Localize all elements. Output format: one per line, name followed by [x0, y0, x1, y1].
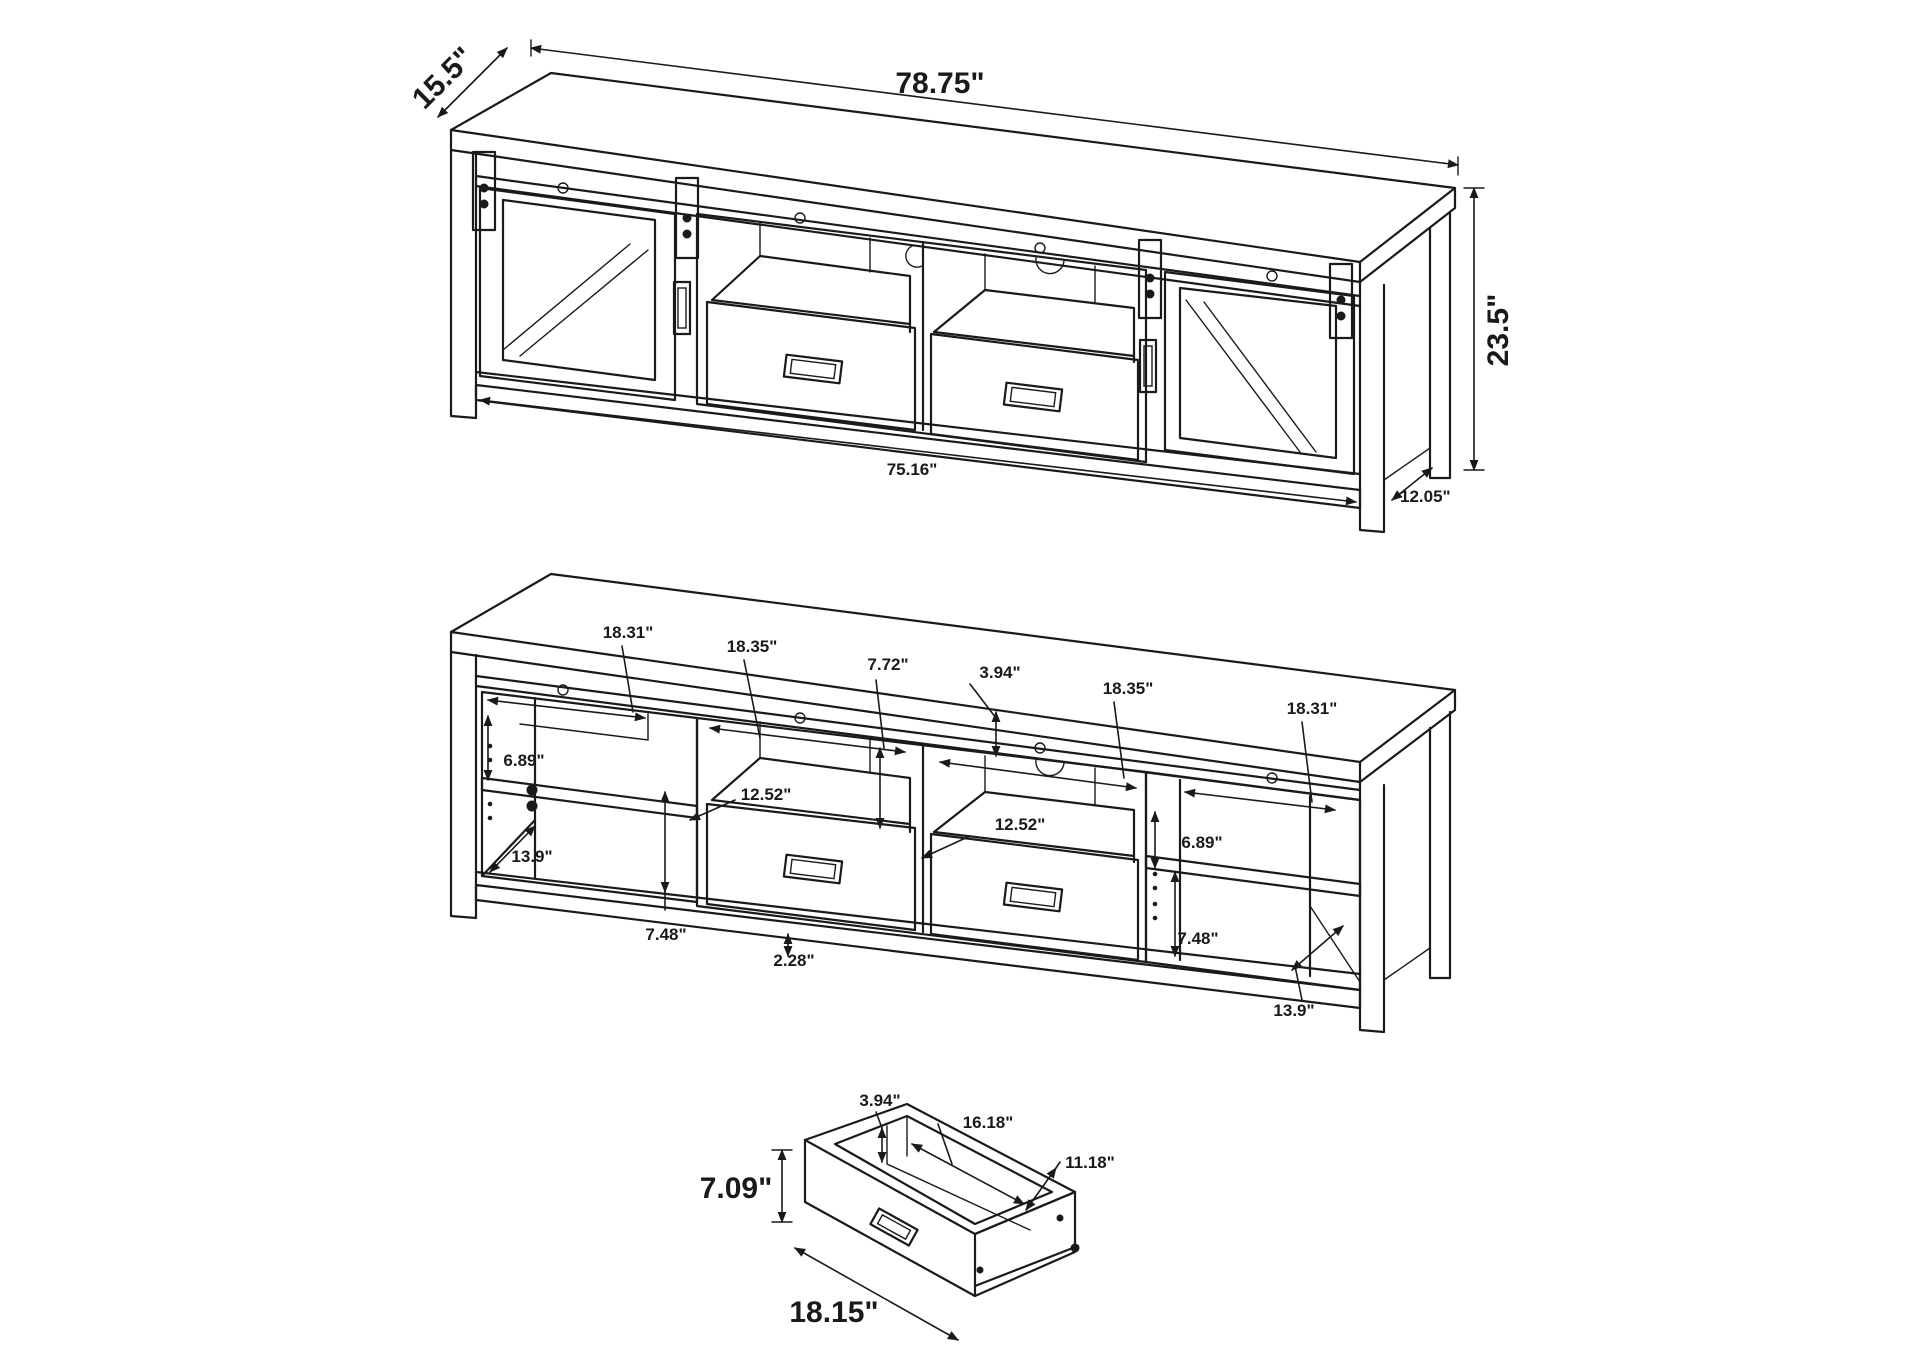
open-dim-lines [483, 645, 1344, 1001]
dim-line-depth [437, 47, 508, 118]
drawer-handle [869, 1207, 919, 1247]
dim-width-label: 78.75" [895, 67, 984, 100]
dim-right-depth: 13.9" [1273, 1001, 1314, 1020]
dim-depth-label: 15.5" [406, 41, 481, 116]
dim-drawer-width: 18.15" [789, 1296, 878, 1329]
dim-left-lower-height: 7.48" [645, 925, 686, 944]
dim-drawer-height: 7.09" [700, 1172, 773, 1205]
dim-left-shelf-height: 6.89" [503, 751, 544, 770]
dim-drawer-inner-depth: 11.18" [1065, 1153, 1115, 1172]
view-front-closed: 78.75" 15.5" 23.5" 75.16" 12.05" [406, 39, 1515, 534]
dim-center-right-width: 18.35" [1103, 679, 1154, 698]
top-right-edge [1358, 186, 1457, 284]
dim-left-opening-width: 18.31" [603, 623, 654, 642]
dim-line-inner-width [478, 396, 1358, 506]
dim-line-width [529, 44, 1460, 169]
dim-center-upper-height: 7.72" [867, 655, 908, 674]
dim-inner-depth-label: 12.05" [1400, 487, 1451, 506]
dim-bottom-clearance: 2.28" [773, 951, 814, 970]
dim-left-depth: 13.9" [511, 847, 552, 866]
dim-center-right-depth: 12.52" [995, 815, 1046, 834]
right-back-leg [1428, 210, 1452, 480]
dim-cable-hole: 3.94" [979, 663, 1020, 682]
dim-height-label: 23.5" [1482, 294, 1515, 367]
right-door-handle [1138, 338, 1158, 394]
top-front-edge [449, 128, 1362, 284]
left-drawer-handle [782, 353, 844, 385]
dim-center-left-depth: 12.52" [741, 785, 792, 804]
left-leg [449, 148, 478, 420]
dim-right-opening-width: 18.31" [1287, 699, 1338, 718]
right-leg [1358, 280, 1386, 534]
bottom-rail [474, 383, 1362, 510]
dim-center-left-width: 18.35" [727, 637, 778, 656]
dim-drawer-inner-width: 16.18" [963, 1113, 1014, 1132]
dim-drawer-inner-height: 3.94" [859, 1091, 900, 1110]
view-front-open: 18.31" 18.35" 7.72" 3.94" 18.35" 18.31" … [449, 572, 1457, 1034]
dim-line-inner-depth [1391, 467, 1433, 501]
dim-right-shelf-height: 6.89" [1181, 833, 1222, 852]
left-door-handle [672, 280, 692, 336]
dim-inner-width-label: 75.16" [887, 460, 938, 479]
view-drawer: 7.09" 18.15" 3.94" 16.18" 11.18" [700, 1091, 1115, 1341]
barn-door-rail [474, 174, 1362, 308]
door-hangers [471, 150, 1354, 340]
dim-right-lower-height: 7.48" [1177, 929, 1218, 948]
